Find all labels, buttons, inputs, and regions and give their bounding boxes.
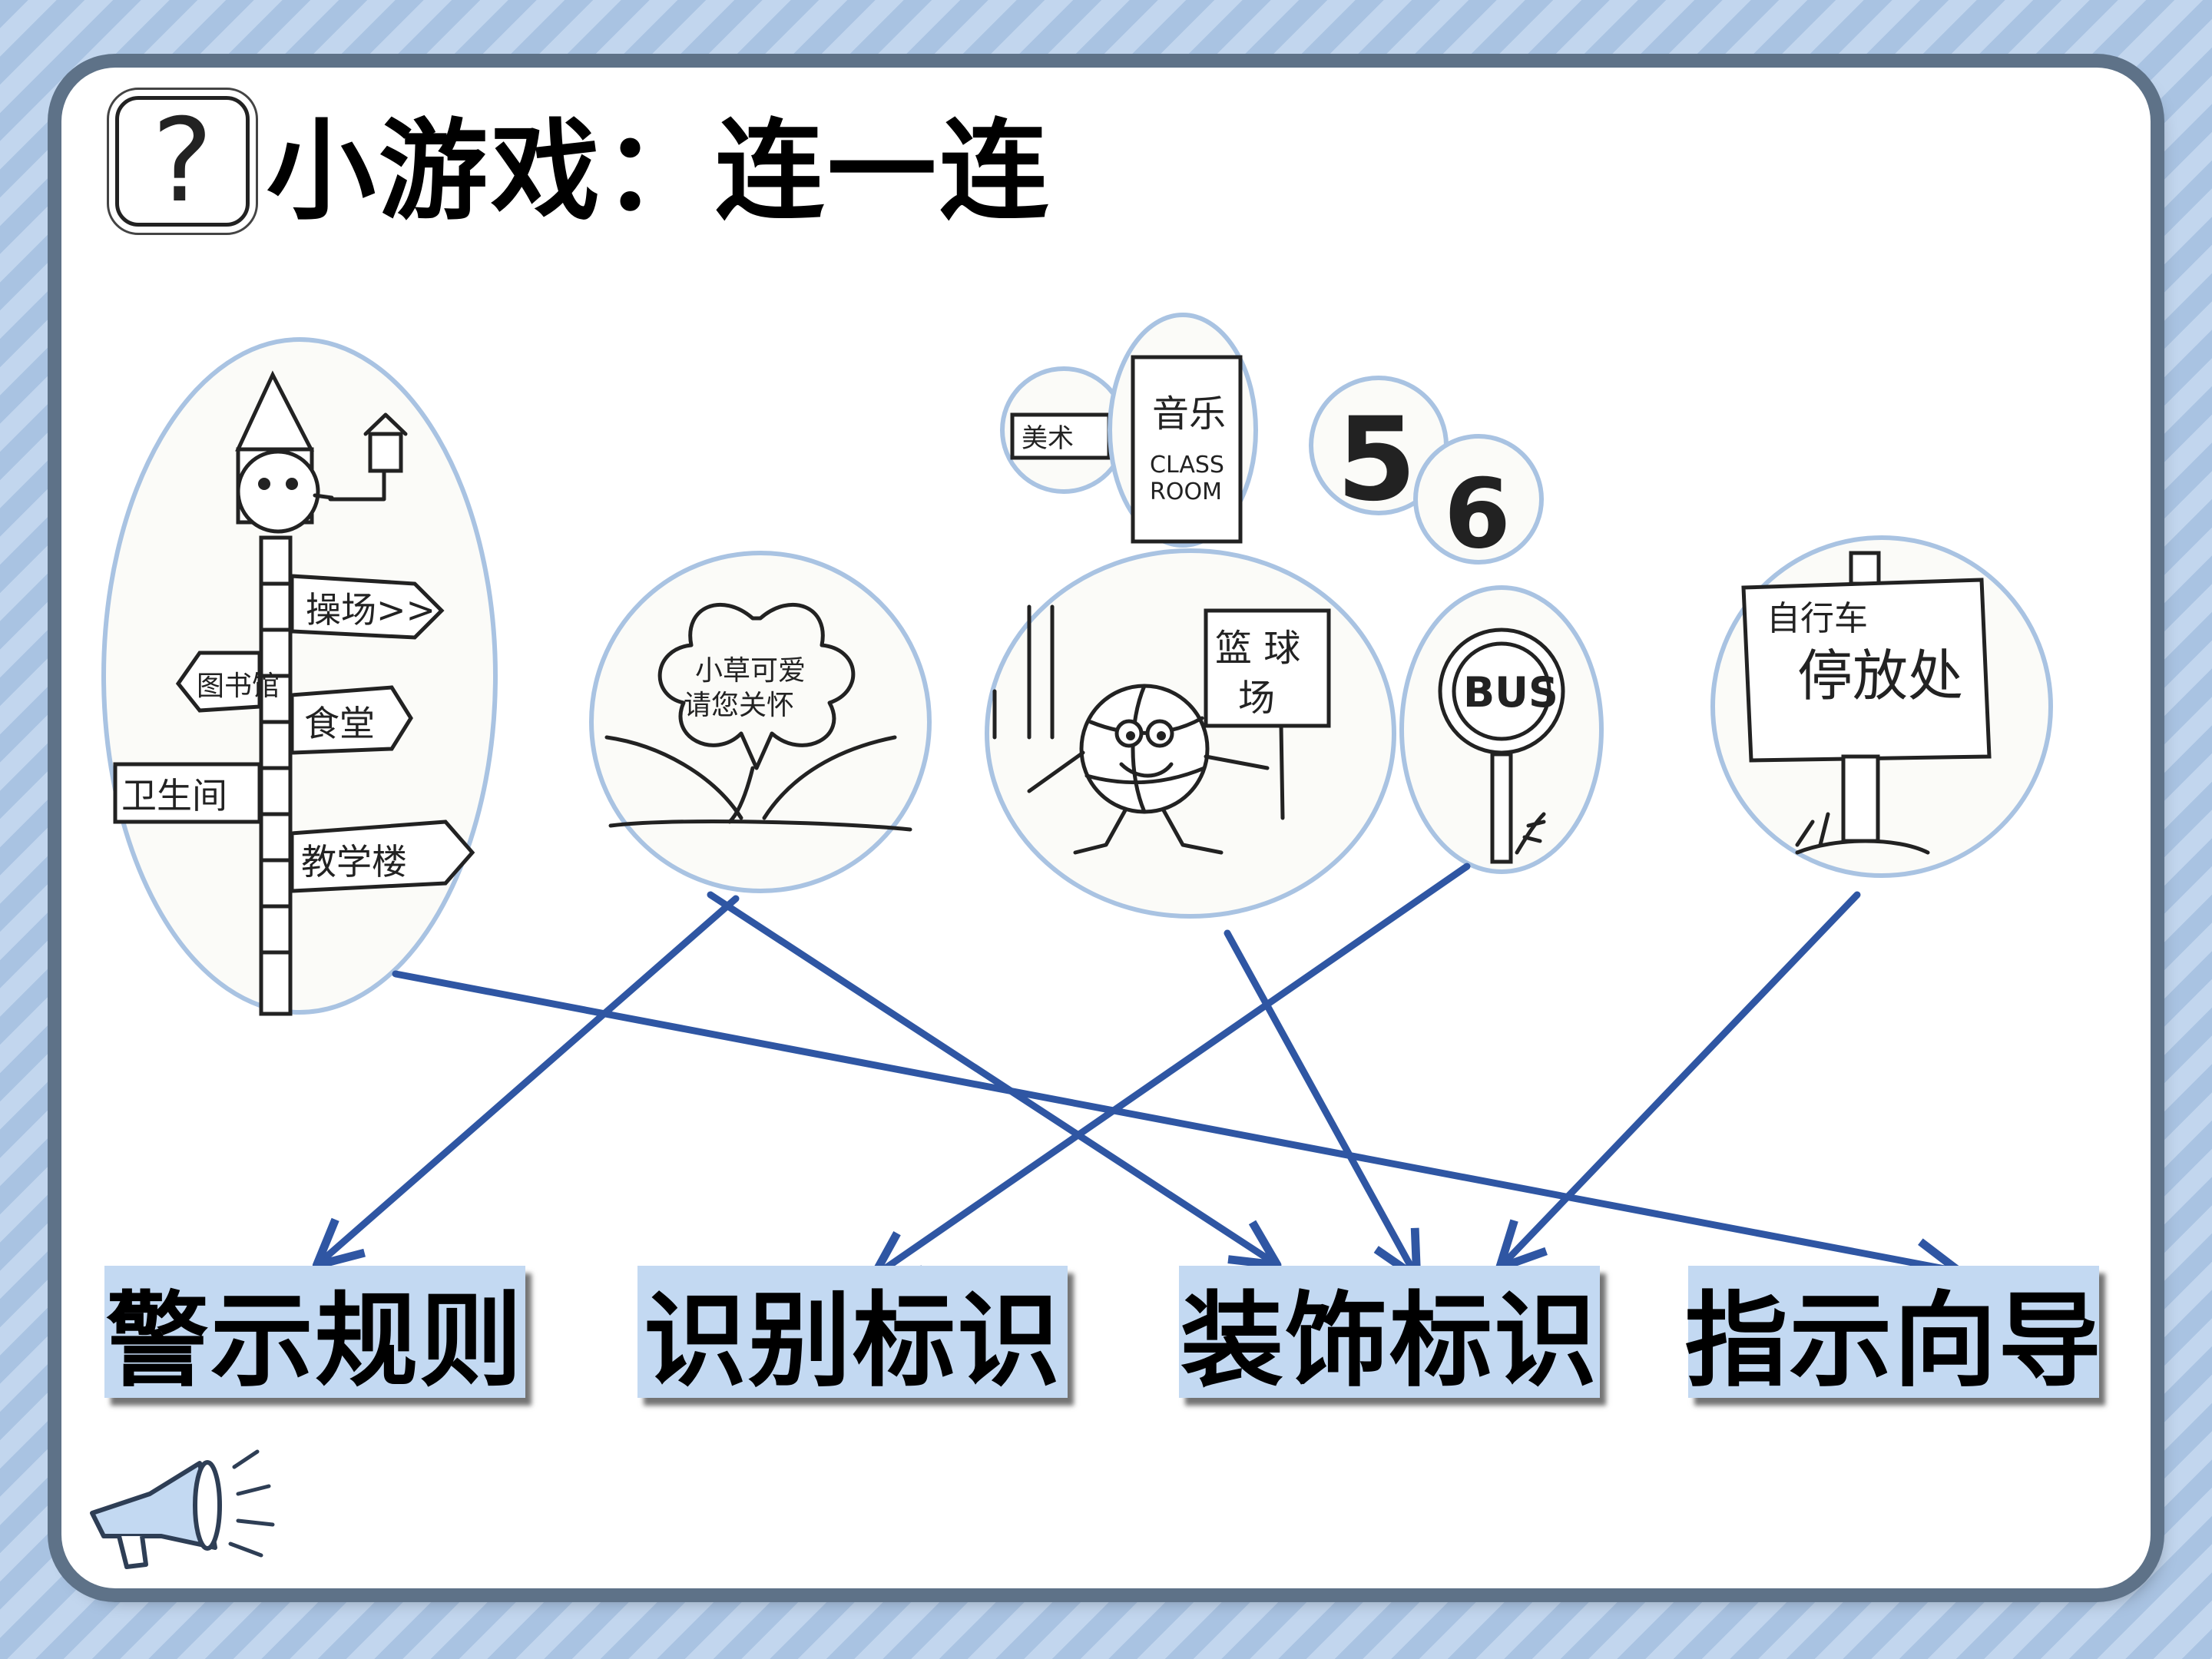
sign-text: 篮 球	[1215, 627, 1300, 670]
number-icon[interactable]: 5	[1309, 376, 1449, 527]
sign-text: BUS	[1463, 668, 1558, 717]
label-identification-signs[interactable]: 识别标识	[637, 1266, 1068, 1401]
sign-text: ROOM	[1150, 478, 1222, 505]
arrow-basketball-to-decoration	[1224, 929, 1422, 1282]
sign-text: 音乐	[1152, 392, 1226, 435]
label-guidance-signs[interactable]: 指示向导	[1685, 1266, 2101, 1401]
sign-text: 6	[1444, 459, 1511, 570]
sign-text: 小草可爱	[695, 655, 806, 687]
sign-label: 操场>>	[306, 589, 435, 631]
connection-arrows	[312, 863, 1964, 1290]
arrow-signpost-to-guide	[392, 970, 1964, 1290]
arrow-grass-to-decoration	[707, 891, 1282, 1270]
sign-label: 食堂	[304, 703, 375, 744]
sign-label: 教学楼	[301, 841, 407, 882]
sign-text: 美术	[1022, 423, 1074, 454]
arrow-grass-to-warning	[312, 895, 740, 1270]
sign-text: 场	[1238, 677, 1275, 720]
room-sign-icon[interactable]: 美术	[1000, 366, 1128, 494]
sign-text: CLASS	[1150, 452, 1224, 478]
signpost-icon[interactable]: 操场>> 图书馆 食堂 卫生间 教学楼	[101, 337, 498, 1016]
sign-text: 自行车	[1767, 599, 1868, 638]
sign-label: 图书馆	[197, 671, 280, 702]
sign-text: 停放处	[1797, 644, 1963, 708]
basketball-mascot-icon[interactable]: 篮 球 场	[985, 548, 1396, 919]
arrow-bike-to-decoration	[1495, 891, 1861, 1272]
title-area: ? 小游戏：连一连	[107, 88, 1051, 235]
bus-stop-icon[interactable]: BUS	[1399, 585, 1604, 874]
sign-label: 卫生间	[121, 775, 227, 816]
bike-parking-sign-icon[interactable]: 自行车 停放处	[1710, 535, 2053, 878]
megaphone-icon	[90, 1449, 275, 1569]
number-icon[interactable]: 6	[1413, 434, 1544, 570]
sign-text: 请您关怀	[684, 690, 794, 721]
sign-text: 5	[1336, 393, 1416, 527]
grass-sign-icon[interactable]: 小草可爱 请您关怀	[589, 551, 932, 893]
page-title: 小游戏：连一连	[267, 108, 1051, 235]
label-warning-rules[interactable]: 警示规则	[104, 1266, 525, 1401]
label-decoration-signs[interactable]: 装饰标识	[1179, 1266, 1600, 1401]
door-sign-icon[interactable]: 音乐 CLASS ROOM	[1108, 313, 1258, 548]
question-mark-icon: ?	[107, 88, 258, 235]
arrow-bus-to-identify	[869, 863, 1471, 1281]
